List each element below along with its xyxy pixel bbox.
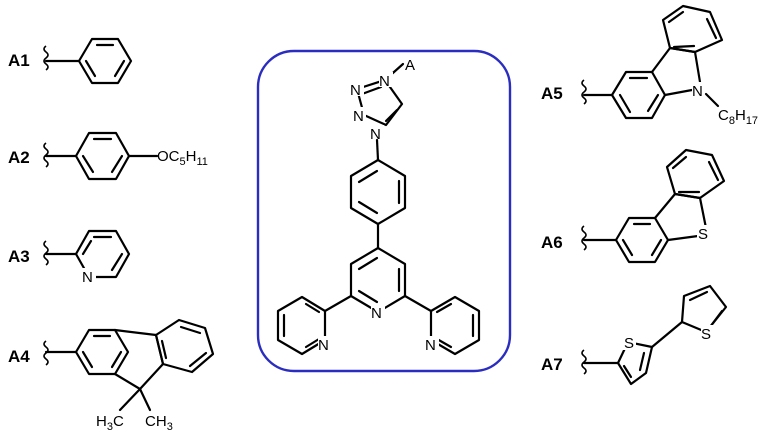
substituent-a4: A4 H3C CH3 bbox=[8, 318, 215, 433]
a2-label: A2 bbox=[8, 148, 30, 167]
core-structure: N N N N A N bbox=[256, 49, 512, 373]
substituent-a7: A7 S S bbox=[541, 284, 728, 386]
a7-thiophene1-s: S bbox=[624, 335, 634, 352]
a6-label: A6 bbox=[541, 233, 563, 252]
right-pyridine-n: N bbox=[425, 337, 436, 354]
phenylene-ring bbox=[349, 158, 407, 226]
triazole-n3: N bbox=[379, 73, 390, 90]
substituent-a2: A2 OC5H11 bbox=[8, 131, 208, 181]
triazole-n1: N bbox=[350, 82, 361, 99]
substituent-a6: A6 S bbox=[541, 148, 726, 264]
a7-label: A7 bbox=[541, 355, 563, 374]
triazole-n2: N bbox=[353, 108, 364, 125]
substituent-a3: A3 N bbox=[8, 229, 131, 286]
a2-pentyloxy-group: OC5H11 bbox=[157, 148, 208, 168]
substituent-a1: A1 bbox=[8, 37, 133, 85]
a4-methyl-left: H3C bbox=[96, 413, 124, 433]
a6-thiophene-s: S bbox=[698, 226, 708, 243]
triazole-n-aryl: N bbox=[370, 126, 381, 143]
a5-label: A5 bbox=[541, 84, 563, 103]
a5-carbazole-n: N bbox=[692, 83, 703, 100]
right-pyridine-ring: N bbox=[425, 295, 481, 356]
a1-label: A1 bbox=[8, 51, 30, 70]
substituent-a5: A5 N C8H17 bbox=[541, 4, 758, 127]
a3-pyridyl-ring: N bbox=[74, 229, 131, 286]
a6-dibenzothiophene: S bbox=[614, 148, 726, 264]
a4-methyl-right: CH3 bbox=[145, 413, 173, 433]
a5-octyl-group: C8H17 bbox=[718, 107, 758, 127]
central-pyridine-ring: N bbox=[349, 246, 407, 322]
substituent-a-label: A bbox=[405, 57, 415, 74]
a1-phenyl-ring bbox=[77, 37, 133, 85]
a3-label: A3 bbox=[8, 247, 30, 266]
left-pyridine-n: N bbox=[318, 337, 329, 354]
a5-carbazole: N C8H17 bbox=[610, 4, 758, 127]
central-pyridine-n: N bbox=[371, 305, 382, 322]
a4-label: A4 bbox=[8, 347, 30, 366]
a7-bithiophene: S S bbox=[616, 284, 728, 386]
a4-fluorene: H3C CH3 bbox=[74, 318, 215, 433]
a7-thiophene2-s: S bbox=[701, 326, 711, 343]
a2-phenyl-ring bbox=[74, 131, 131, 181]
triazole-ring: N N N N A bbox=[350, 57, 415, 143]
a3-pyridyl-n: N bbox=[82, 269, 93, 286]
left-pyridine-ring: N bbox=[276, 295, 332, 356]
core-frame bbox=[256, 49, 512, 373]
